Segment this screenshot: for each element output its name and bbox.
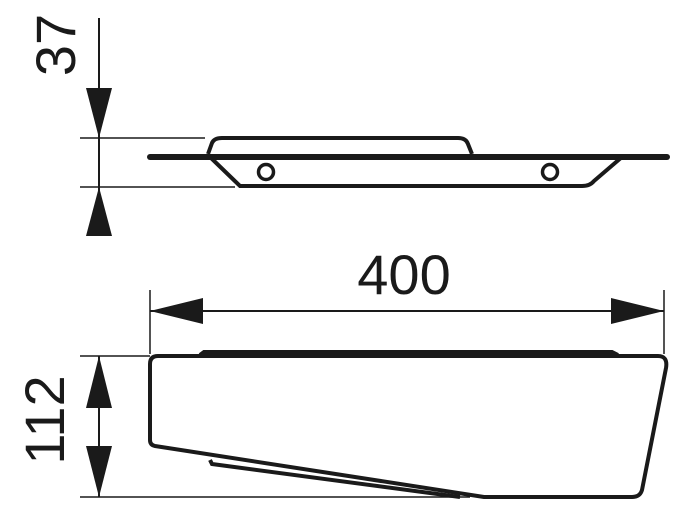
dimension-112: 112 bbox=[13, 356, 112, 497]
arrow-right-icon bbox=[611, 298, 664, 324]
dimension-37: 37 bbox=[24, 14, 112, 236]
arrow-down-icon bbox=[86, 446, 112, 497]
dimension-400: 400 bbox=[150, 243, 664, 324]
top-plate bbox=[206, 136, 474, 155]
arrow-up-icon bbox=[86, 356, 112, 408]
mounting-hole-left bbox=[256, 162, 276, 182]
arrow-down-icon bbox=[86, 88, 112, 138]
bottom-view bbox=[80, 290, 669, 499]
shelf-outline bbox=[148, 354, 669, 499]
dimension-label-37: 37 bbox=[24, 14, 87, 76]
arrow-up-icon bbox=[86, 187, 112, 236]
dimension-label-400: 400 bbox=[357, 243, 450, 306]
arrow-left-icon bbox=[150, 298, 203, 324]
bracket-edge bbox=[208, 459, 461, 499]
bottom-top-plate bbox=[198, 350, 619, 357]
mounting-hole-right bbox=[540, 162, 560, 182]
bracket-body bbox=[208, 155, 624, 188]
dimension-label-112: 112 bbox=[13, 375, 76, 464]
top-view bbox=[80, 136, 670, 188]
